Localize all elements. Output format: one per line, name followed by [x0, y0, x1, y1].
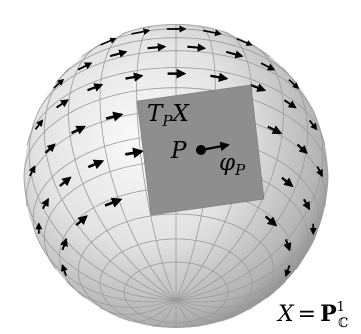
vector-field-arrow: [70, 125, 86, 135]
vector-field-arrow: [187, 43, 207, 52]
grid-line: [28, 111, 177, 301]
vector-field-arrow: [210, 72, 229, 82]
vector-field-arrow: [100, 37, 117, 46]
vector-field-arrow: [284, 265, 292, 278]
grid-line: [43, 67, 177, 301]
vector-field-arrow: [109, 49, 128, 58]
vector-field-arrow: [53, 78, 65, 89]
grid-line: [136, 25, 177, 300]
vector-field-arrow: [125, 72, 144, 82]
vector-field-arrow: [283, 239, 292, 252]
vector-field-arrow: [131, 28, 151, 35]
grid-line: [99, 31, 177, 300]
vector-field: [28, 25, 323, 278]
grid-line: [152, 299, 177, 327]
vector-field-arrow: [236, 37, 253, 46]
vector-field-arrow: [41, 197, 50, 210]
vector-field-arrow: [288, 79, 300, 89]
vector-field-arrow: [125, 147, 144, 159]
vector-field-arrow: [56, 99, 69, 109]
vector-field-arrow: [267, 125, 283, 135]
point-label: P: [170, 138, 187, 164]
vector-field-arrow: [264, 215, 278, 227]
vector-field-arrow: [59, 176, 72, 187]
grid-line: [23, 175, 177, 301]
vector-field-arrow: [61, 263, 68, 276]
vector-field-arrow: [44, 143, 56, 154]
grid-line: [175, 175, 329, 301]
grid-line: [175, 299, 253, 316]
vector-field-arrow: [147, 43, 167, 52]
vector-field-arrow: [296, 143, 308, 154]
grid-line: [99, 299, 177, 316]
grid-line: [175, 299, 226, 322]
vector-field-arrow: [75, 215, 88, 227]
vector-field-arrow: [250, 83, 267, 92]
vector-field-arrow: [316, 166, 323, 178]
vector-field-arrow: [105, 111, 124, 122]
grid-line: [175, 67, 309, 301]
grid-line: [126, 299, 177, 322]
vector-field-arrow: [104, 197, 123, 208]
tangent-plane-label: TPX: [147, 101, 190, 130]
vector-label: φP: [219, 150, 246, 179]
grid-line: [175, 281, 286, 308]
grid-line: [175, 44, 284, 301]
vector-field-arrow: [202, 29, 222, 37]
vector-field-arrow: [302, 198, 311, 211]
vector-field-arrow: [308, 119, 318, 131]
grid-line: [68, 44, 177, 301]
vector-field-arrow: [260, 62, 276, 71]
grid-line: [175, 240, 315, 303]
vector-field-arrow: [283, 99, 297, 109]
vector-field-arrow: [87, 159, 105, 170]
vector-field-arrow: [225, 50, 244, 59]
vector-field-arrow: [34, 119, 44, 130]
grid-line: [175, 111, 324, 301]
vector-field-arrow: [28, 165, 36, 177]
vector-field-arrow: [77, 62, 93, 71]
vector-field-arrow: [59, 237, 68, 251]
phi-p-vector: [200, 141, 230, 152]
grid-line: [66, 281, 177, 308]
grid-line: [37, 240, 177, 303]
vector-field-arrow: [87, 83, 104, 92]
vector-field-arrow: [281, 176, 294, 188]
grid-line: [175, 299, 200, 327]
